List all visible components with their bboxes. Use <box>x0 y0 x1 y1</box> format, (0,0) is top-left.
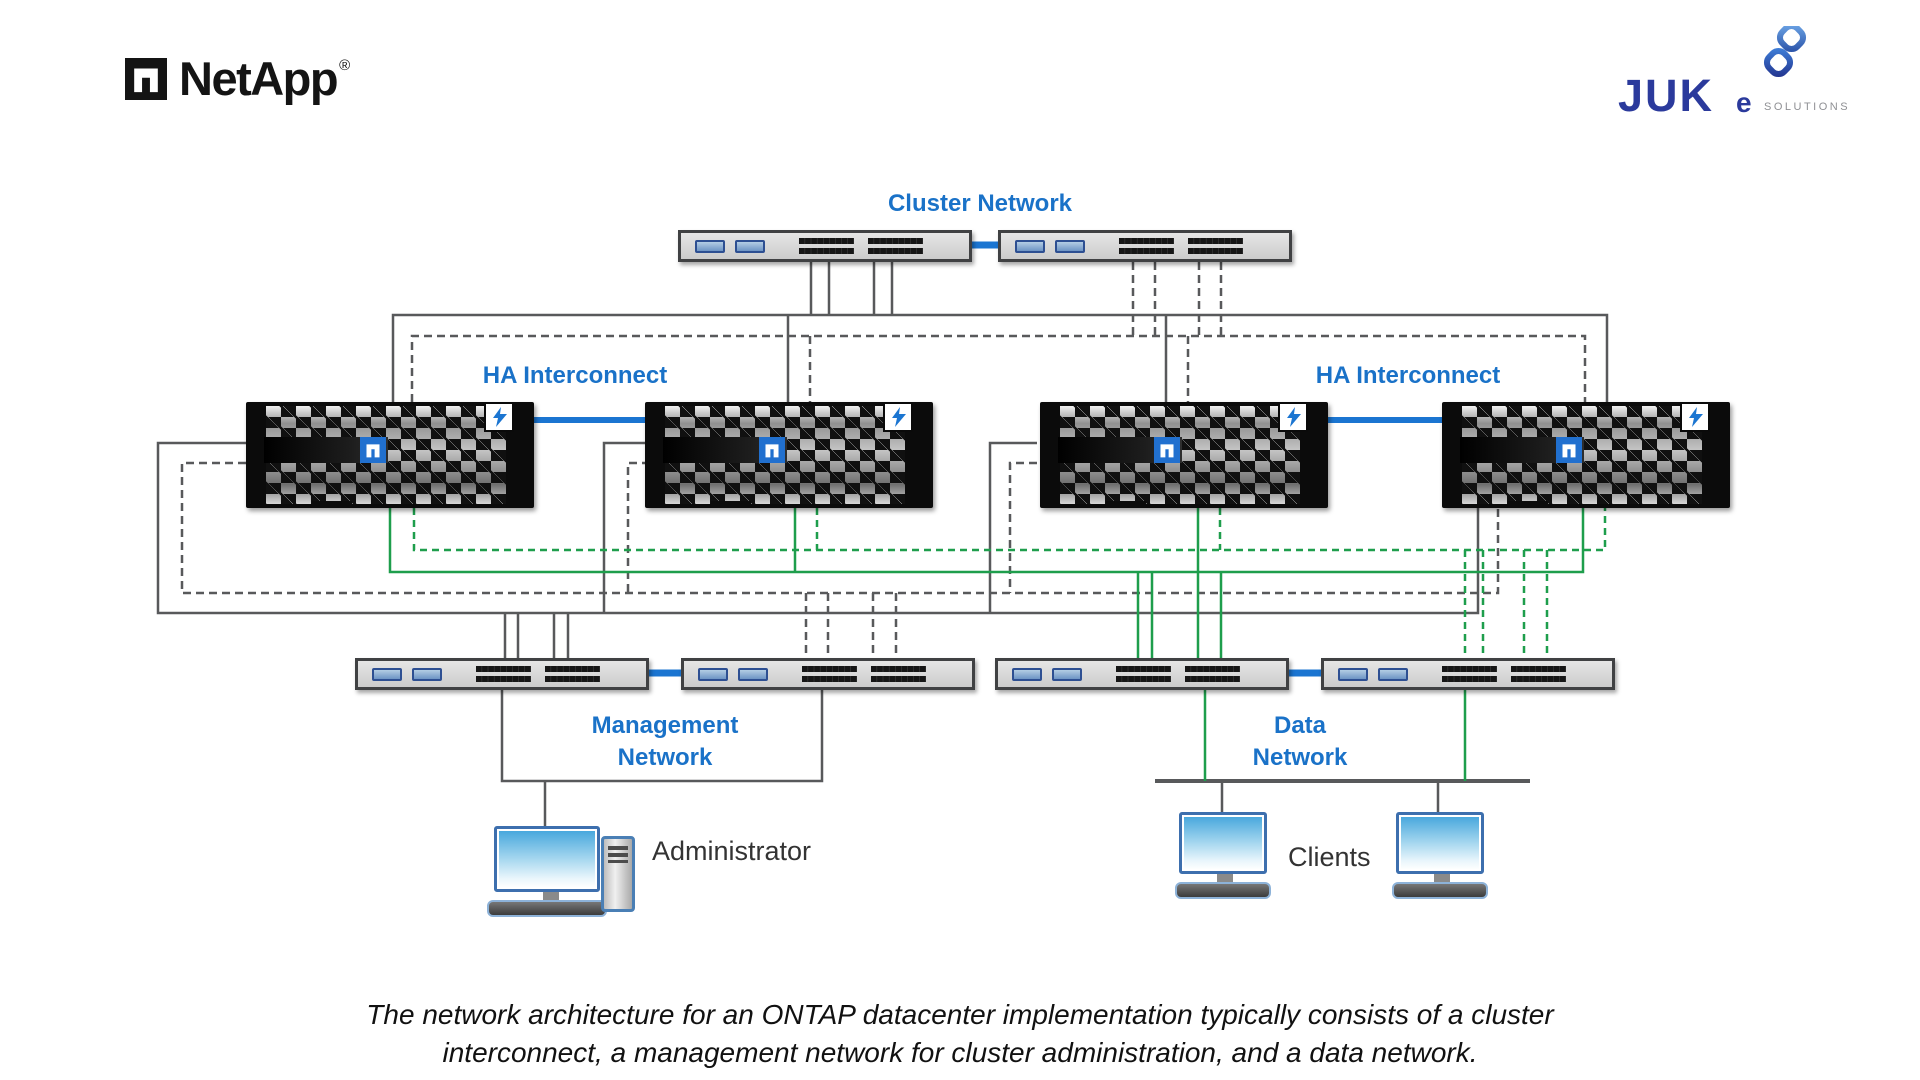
registered-mark: ® <box>339 56 351 74</box>
juke-e-letter: e <box>1736 87 1752 118</box>
switch-port-grid <box>476 666 531 682</box>
switch-port-grid <box>1119 238 1174 254</box>
cluster-network-label: Cluster Network <box>887 190 1073 217</box>
client-computer-2 <box>1392 812 1488 899</box>
juke-chain-icon <box>1763 26 1807 78</box>
clients-label: Clients <box>1288 842 1371 872</box>
switch-led <box>735 239 765 253</box>
netapp-wordmark: NetApp <box>179 52 339 105</box>
controller-front-band <box>663 437 787 463</box>
monitor-icon <box>1179 812 1267 874</box>
cluster-switch-1 <box>678 230 972 262</box>
monitor-screen <box>499 831 595 887</box>
data-switch-1 <box>995 658 1289 690</box>
switch-port-grid <box>802 666 857 682</box>
tower-vents <box>608 846 628 863</box>
data-network-label-line1: Data <box>1273 712 1327 739</box>
switch-port-grid <box>868 238 923 254</box>
switch-port-grid <box>871 666 926 682</box>
controller-front-band <box>1058 437 1182 463</box>
caption-line1: The network architecture for an ONTAP da… <box>366 999 1554 1030</box>
cluster-wiring-dashed <box>410 262 1587 402</box>
storage-controller-4 <box>1442 402 1730 508</box>
monitor-screen <box>1184 817 1262 869</box>
switch-led <box>1055 239 1085 253</box>
switch-led <box>698 667 728 681</box>
management-switch-2 <box>681 658 975 690</box>
administrator-computer <box>487 826 635 917</box>
data-wiring-dashed <box>412 508 1607 662</box>
switch-led <box>372 667 402 681</box>
management-network-label-line2: Network <box>617 744 713 772</box>
controller-bottom-tab <box>1106 501 1146 508</box>
keyboard-icon <box>487 900 607 917</box>
data-network-label: Data Network <box>1253 710 1348 775</box>
juke-solutions-text: SOLUTIONS <box>1764 101 1851 113</box>
switch-port-grid <box>1188 238 1243 254</box>
switch-port-grid <box>545 666 600 682</box>
storage-controller-3 <box>1040 402 1328 508</box>
juke-wordmark: JUK <box>1618 70 1715 121</box>
netapp-n-badge-icon <box>360 437 386 463</box>
switch-port-grid <box>1116 666 1171 682</box>
netapp-n-icon <box>125 58 167 100</box>
caption-line2: interconnect, a management network for c… <box>442 1036 1478 1068</box>
switch-led <box>1338 667 1368 681</box>
management-switch-1 <box>355 658 649 690</box>
lightning-bolt-icon <box>1680 402 1710 432</box>
storage-controller-2 <box>645 402 933 508</box>
netapp-n-badge-icon <box>1556 437 1582 463</box>
monitor-stand <box>1217 874 1233 882</box>
data-switch-2 <box>1321 658 1615 690</box>
controller-front-band <box>1460 437 1584 463</box>
switch-port-grid <box>1511 666 1566 682</box>
switch-led <box>695 239 725 253</box>
switch-port-grid <box>1185 666 1240 682</box>
monitor-icon <box>1396 812 1484 874</box>
switch-led <box>738 667 768 681</box>
data-network-label-line2: Network <box>1252 744 1348 772</box>
switch-port-grid <box>799 238 854 254</box>
computer-tower-icon <box>601 836 635 912</box>
keyboard-icon <box>1175 882 1271 899</box>
storage-controller-1 <box>246 402 534 508</box>
switch-led <box>1052 667 1082 681</box>
monitor-stand <box>1434 874 1450 882</box>
switch-port-grid <box>1442 666 1497 682</box>
controller-bottom-tab <box>312 501 352 508</box>
management-network-label-line1: Management <box>591 712 739 739</box>
netapp-n-badge-icon <box>759 437 785 463</box>
ha-interconnect-label-left: HA Interconnect <box>482 362 668 389</box>
client-computer-1 <box>1175 812 1271 899</box>
switch-led <box>1378 667 1408 681</box>
data-wiring-solid <box>388 508 1585 781</box>
monitor-screen <box>1401 817 1479 869</box>
switch-led <box>412 667 442 681</box>
controller-bottom-tab <box>1508 501 1548 508</box>
cluster-switch-2 <box>998 230 1292 262</box>
switch-led <box>1012 667 1042 681</box>
keyboard-icon <box>1392 882 1488 899</box>
ha-interconnect-label-right: HA Interconnect <box>1315 362 1501 389</box>
netapp-logo: NetApp ® <box>125 52 351 105</box>
cluster-wiring-solid <box>391 262 1609 402</box>
controller-front-band <box>264 437 388 463</box>
lightning-bolt-icon <box>883 402 913 432</box>
switch-led <box>1015 239 1045 253</box>
figure-caption: The network architecture for an ONTAP da… <box>0 996 1920 1072</box>
juke-solutions-logo: JUK e SOLUTIONS <box>1618 26 1858 118</box>
monitor-icon <box>494 826 600 892</box>
lightning-bolt-icon <box>484 402 514 432</box>
management-wiring-solid <box>156 441 1530 828</box>
controller-bottom-tab <box>711 501 751 508</box>
administrator-label: Administrator <box>652 836 812 866</box>
management-network-label: Management Network <box>592 710 739 775</box>
netapp-n-badge-icon <box>1154 437 1180 463</box>
monitor-stand <box>542 892 559 900</box>
lightning-bolt-icon <box>1278 402 1308 432</box>
